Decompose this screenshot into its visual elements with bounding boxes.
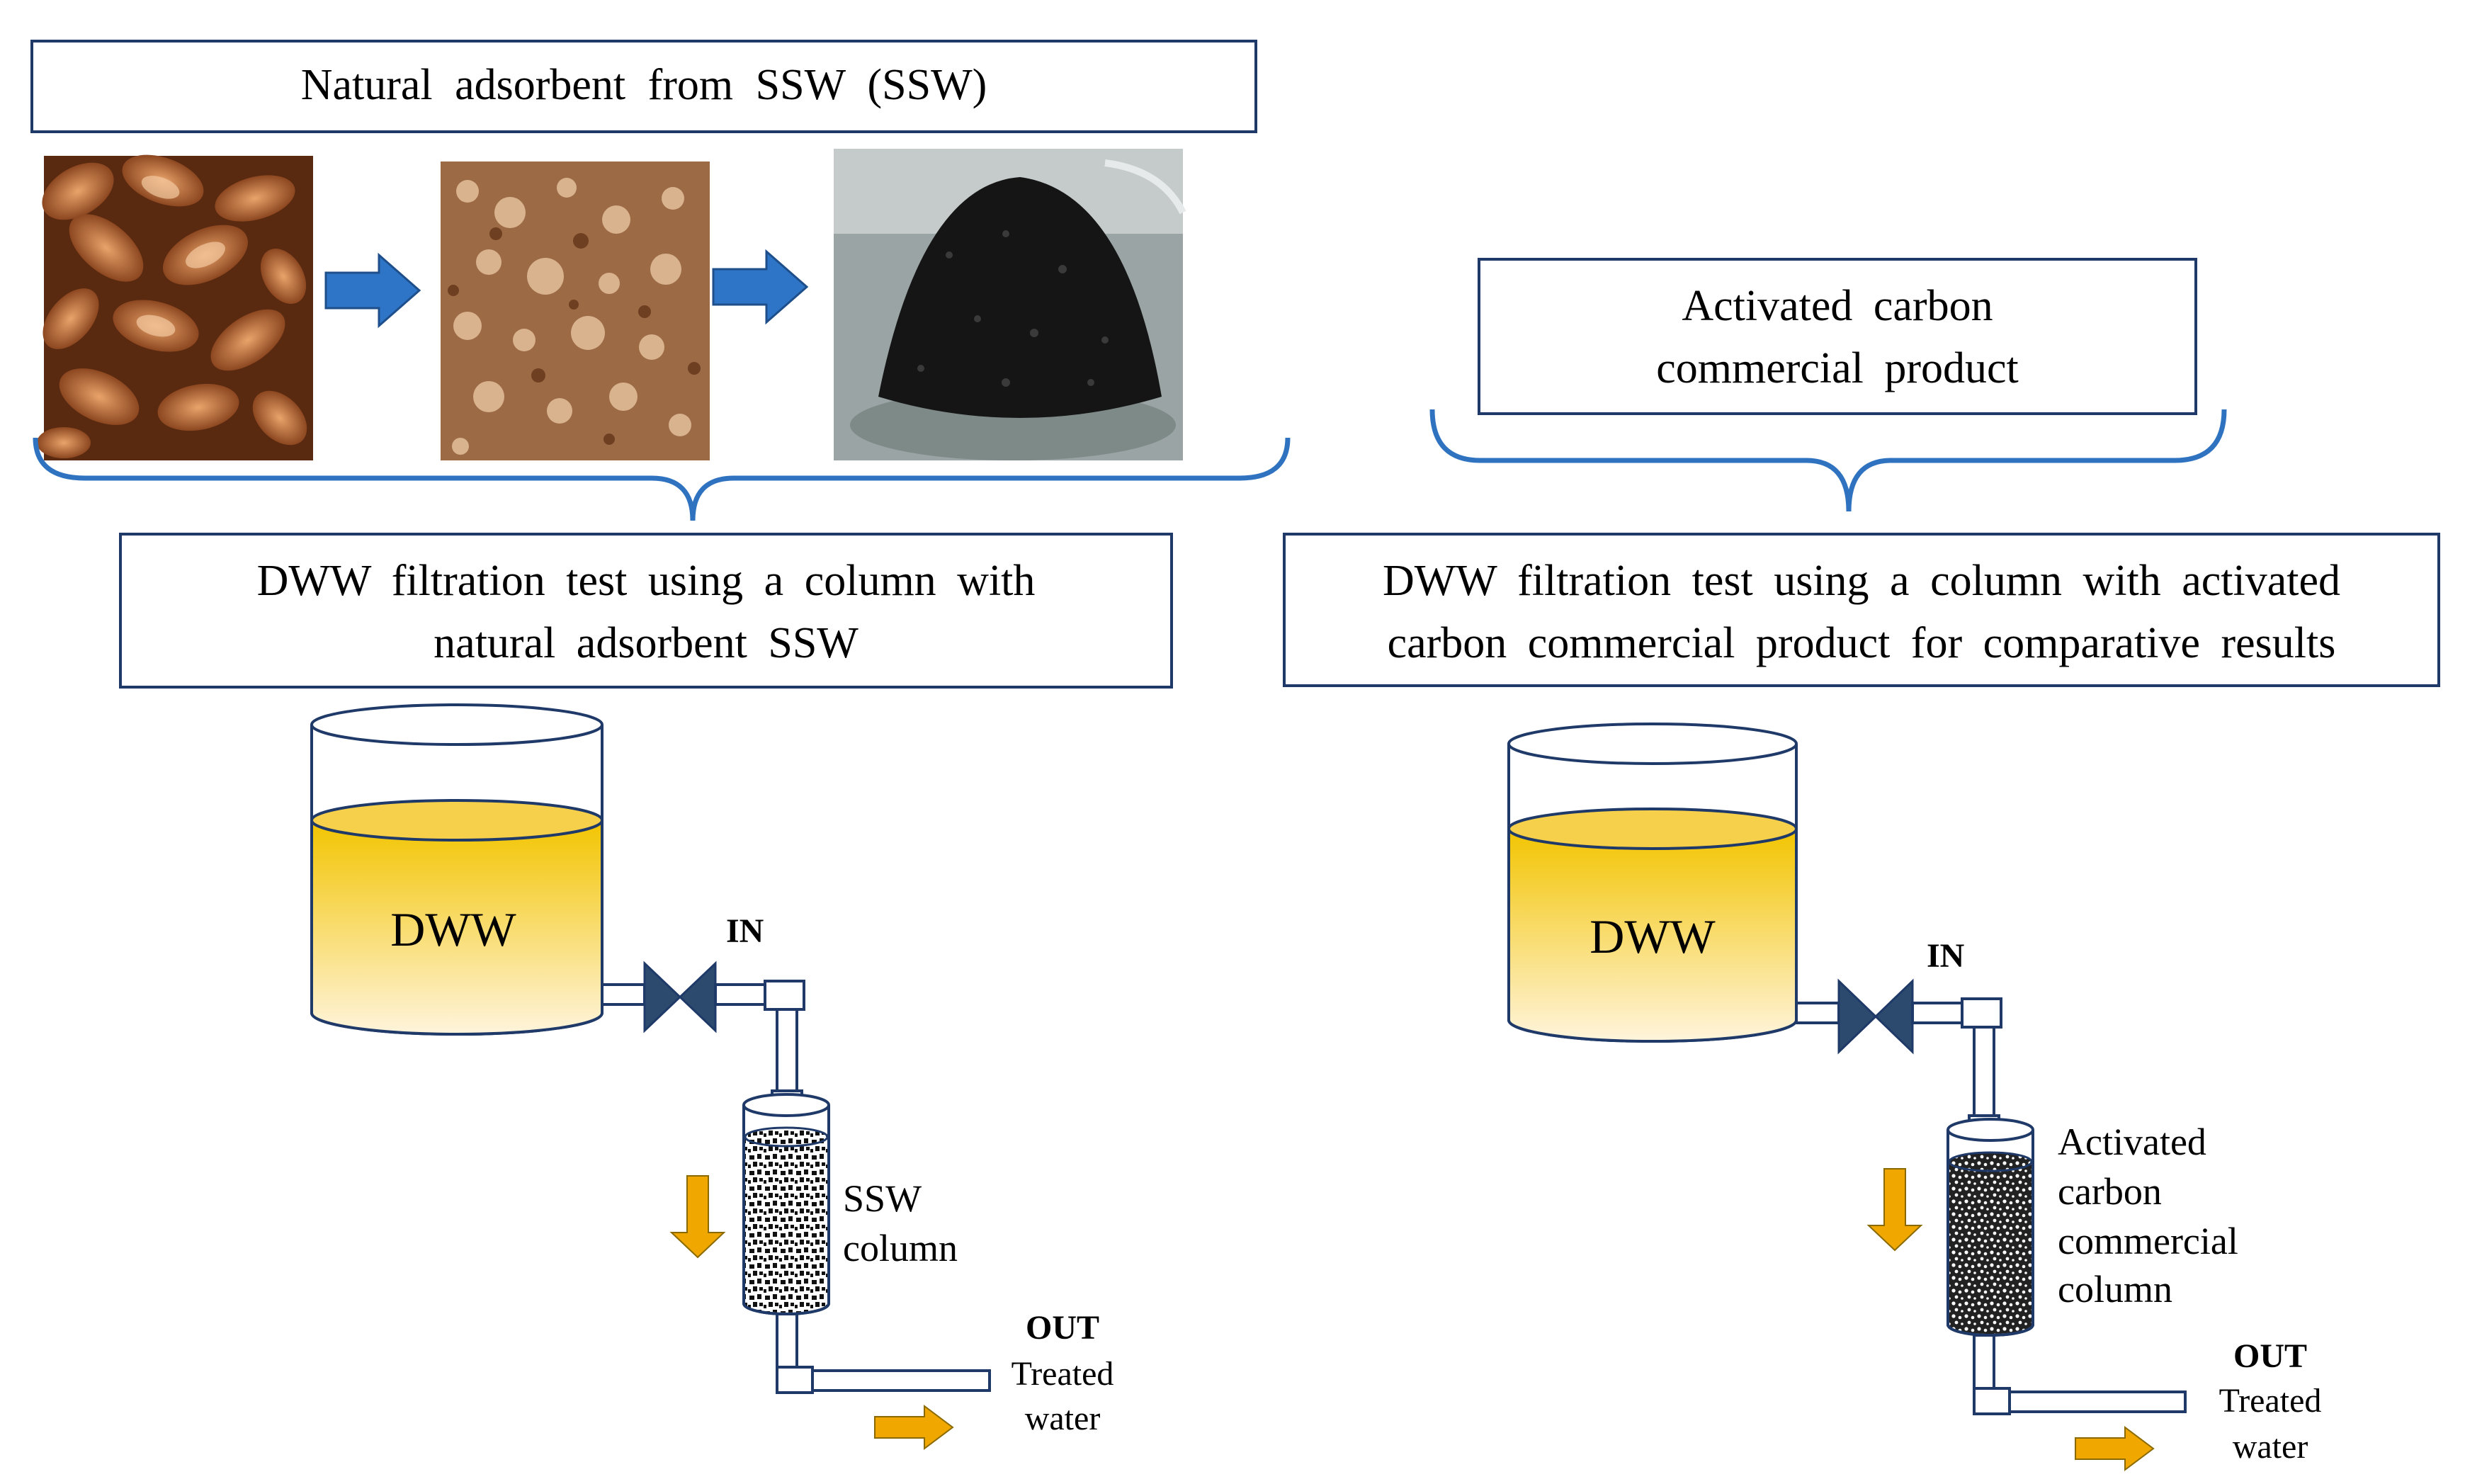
column-label-line1: Activated — [2058, 1121, 2206, 1163]
column-label-line1: SSW — [843, 1177, 922, 1220]
column-label-line3: commercial — [2058, 1220, 2238, 1262]
photo-adsorbent-granules — [834, 149, 1186, 460]
outlet-label: OUT — [2233, 1337, 2307, 1375]
column-label-line2: carbon — [2058, 1170, 2162, 1213]
wastewater-tank: DWW — [310, 703, 604, 1036]
activated-carbon-line1: Activated carbon — [1682, 282, 1993, 330]
left-test-line2: natural adsorbent SSW — [434, 619, 858, 667]
left-brace — [33, 437, 1291, 521]
natural-adsorbent-box: Natural adsorbent from SSW (SSW) — [30, 40, 1257, 133]
column-label-line4: column — [2058, 1268, 2172, 1310]
arrow-right-icon — [324, 252, 421, 329]
photo-crushed-shells — [441, 162, 710, 460]
outlet-sub2: water — [1025, 1400, 1101, 1437]
flow-down-arrow-icon — [669, 1175, 726, 1259]
outlet-sub1: Treated — [1012, 1355, 1114, 1393]
photo-seed-shells — [37, 154, 313, 460]
natural-adsorbent-label: Natural adsorbent from SSW (SSW) — [301, 61, 987, 109]
outlet-label: OUT — [1026, 1309, 1099, 1347]
activated-carbon-line2: commercial product — [1656, 344, 2019, 392]
flow-down-arrow-icon — [1866, 1168, 1923, 1252]
arrow-right-icon — [712, 249, 809, 325]
wastewater-tank: DWW — [1507, 723, 1798, 1043]
outlet-sub1: Treated — [2219, 1382, 2322, 1420]
outlet-sub2: water — [2233, 1428, 2308, 1466]
valve-icon — [643, 961, 717, 1033]
tank-label: DWW — [1590, 910, 1716, 963]
column-label-line2: column — [843, 1227, 958, 1269]
right-filtration-setup: DWW IN Activated carbon commercial colum… — [1507, 723, 2322, 1471]
left-filtration-setup: DWW IN SSW column — [310, 703, 1114, 1450]
inlet-label: IN — [1927, 937, 1965, 975]
tank-label: DWW — [390, 902, 516, 956]
activated-carbon-box: Activated carbon commercial product — [1478, 258, 2197, 415]
valve-icon — [1837, 978, 1914, 1055]
activated-carbon-column — [1946, 1118, 2034, 1337]
right-brace — [1429, 409, 2227, 512]
right-test-line2: carbon commercial product for comparativ… — [1388, 619, 2336, 667]
ssw-column — [742, 1093, 830, 1315]
flow-right-arrow-icon — [874, 1405, 954, 1450]
flow-right-arrow-icon — [2075, 1426, 2155, 1471]
left-test-line1: DWW filtration test using a column with — [257, 557, 1036, 605]
left-test-box: DWW filtration test using a column with … — [119, 533, 1173, 689]
right-test-line1: DWW filtration test using a column with … — [1383, 557, 2340, 605]
right-test-box: DWW filtration test using a column with … — [1283, 533, 2440, 687]
inlet-label: IN — [726, 912, 764, 950]
